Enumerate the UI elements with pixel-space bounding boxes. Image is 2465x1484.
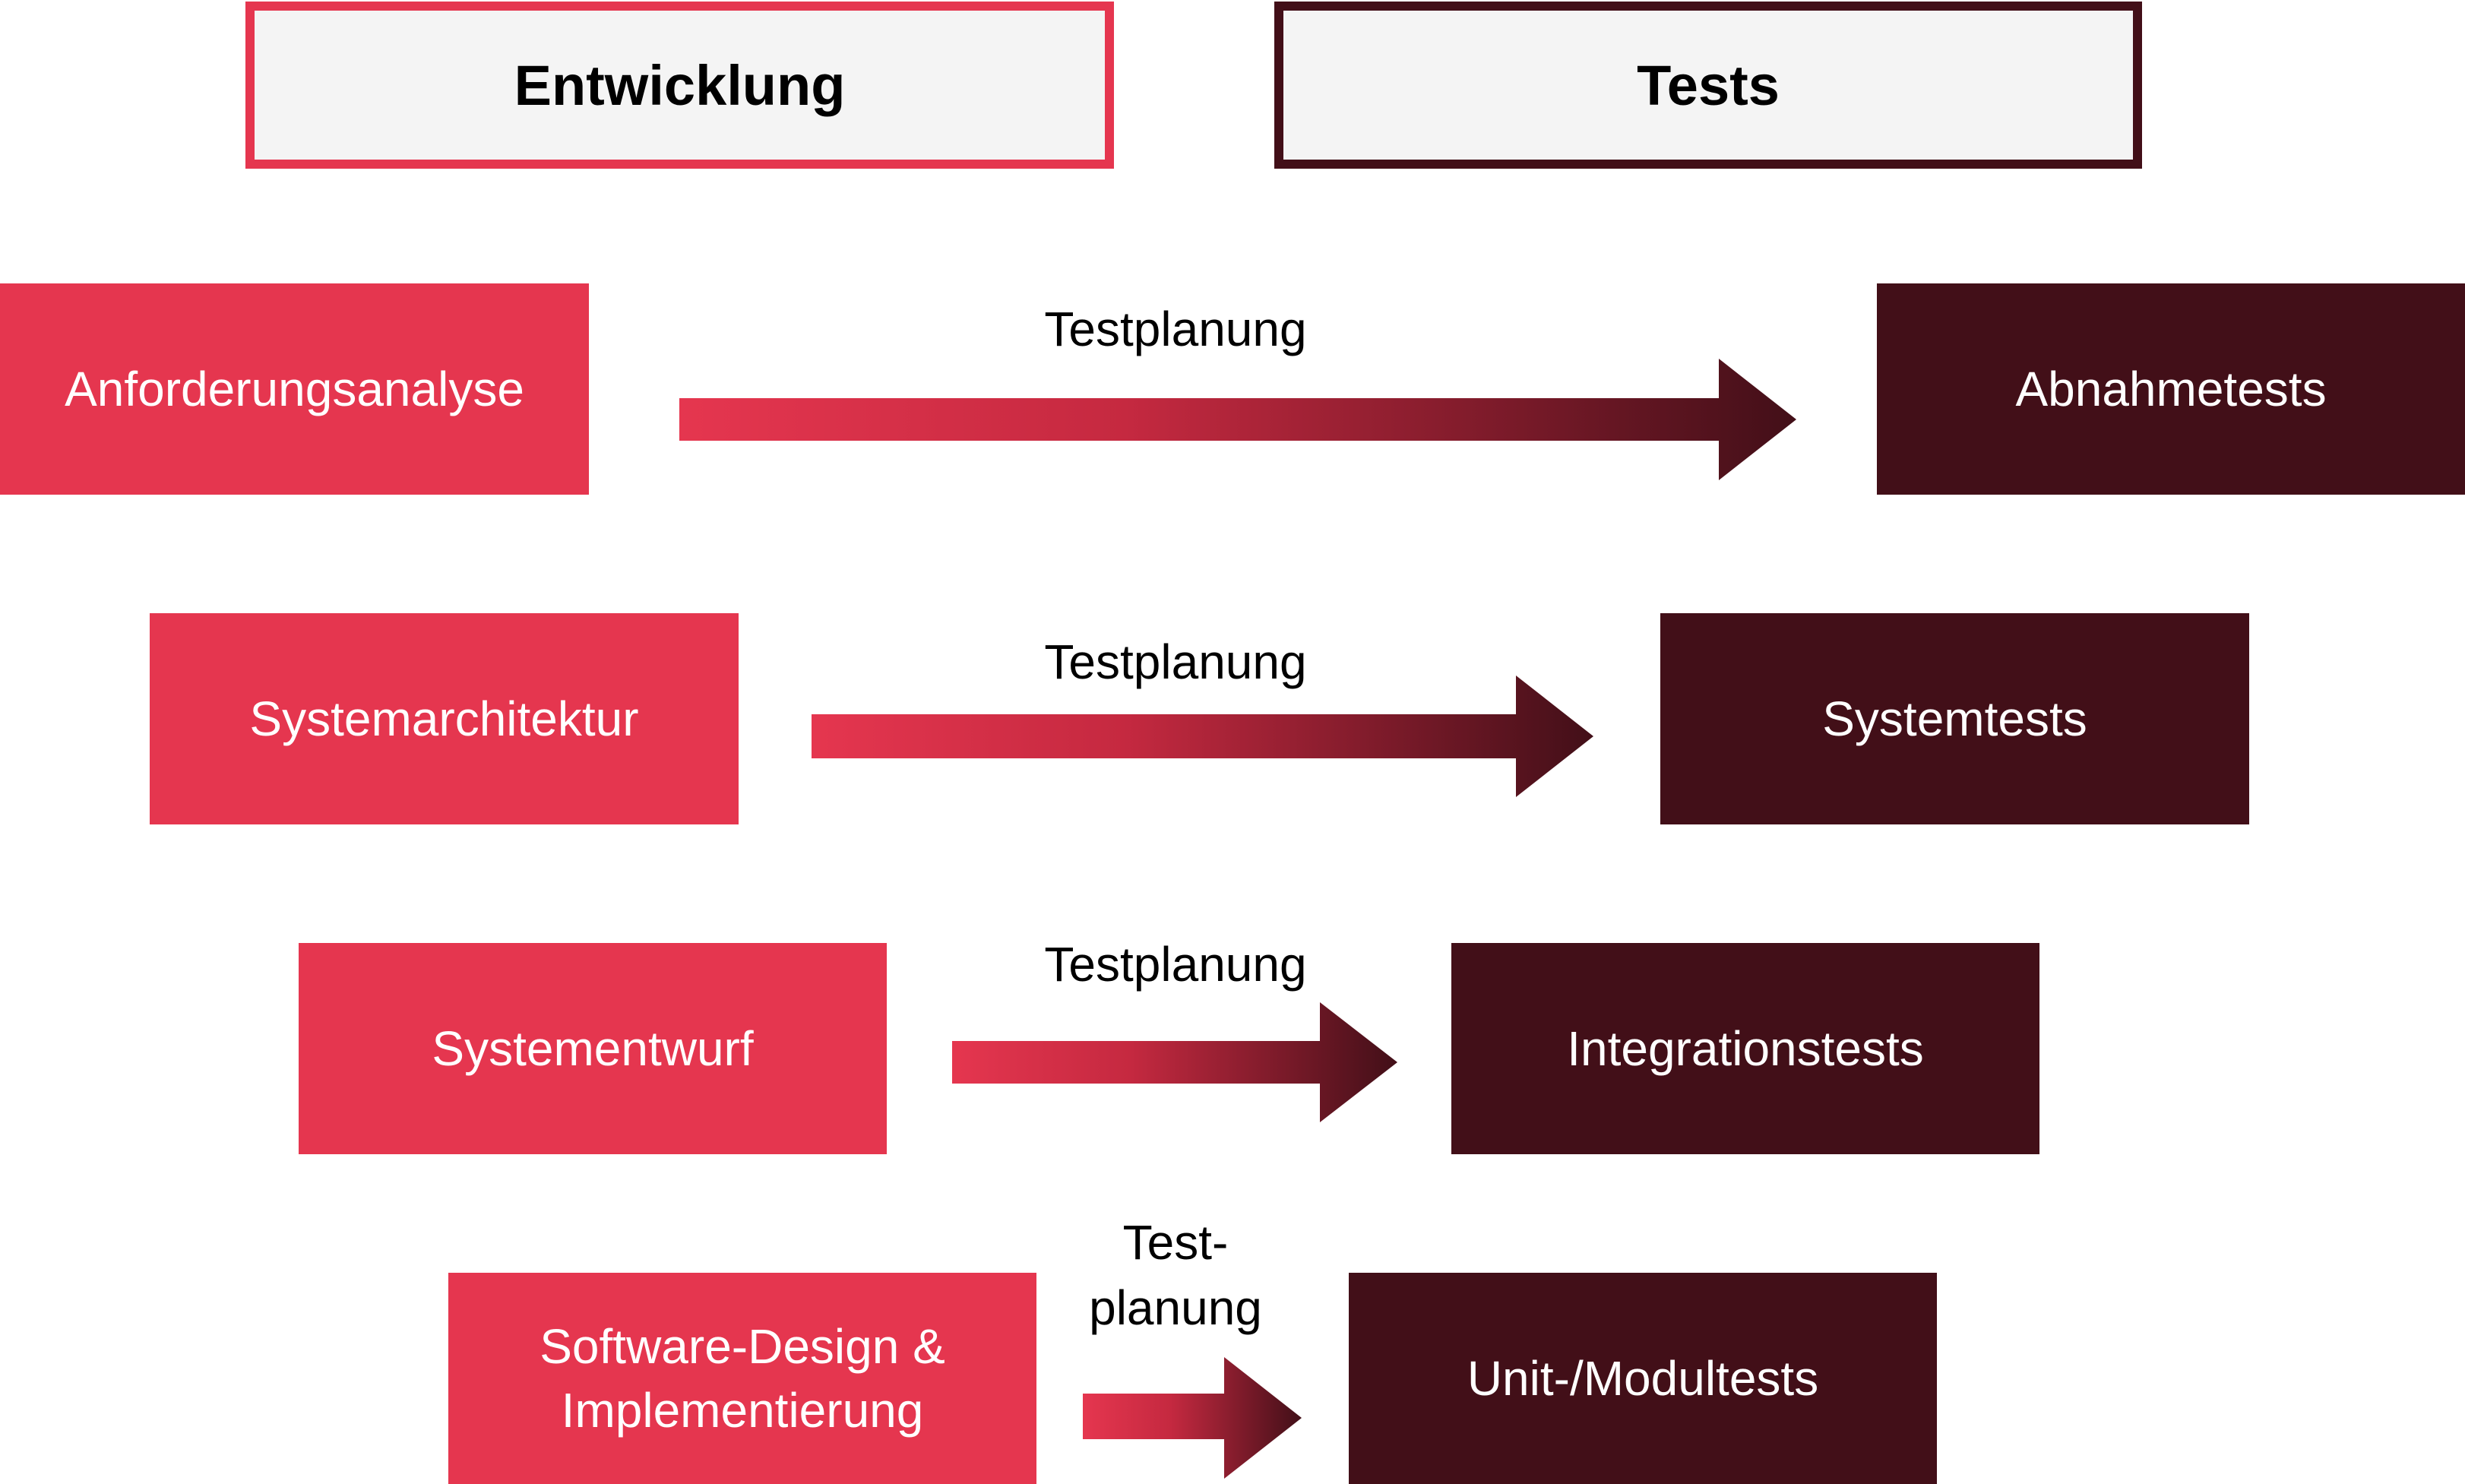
arrow-label-row-4: Test- planung [986,1210,1365,1341]
header-tests-label: Tests [1637,53,1780,117]
dev-box-system-architecture: Systemarchitektur [150,613,739,824]
test-box-label: Abnahmetests [2015,361,2327,416]
dev-box-label: Systemarchitektur [249,691,639,746]
dev-box-label: Anforderungsanalyse [65,361,524,416]
test-box-system-tests: Systemtests [1660,613,2249,824]
arrow-label-line-1: Test- [1122,1215,1229,1270]
arrow-row-3 [952,1002,1397,1122]
test-box-label: Integrationstests [1567,1020,1924,1076]
arrow-label-row-3: Testplanung [948,932,1403,997]
header-development-label: Entwicklung [514,53,846,117]
arrow-row-4 [1083,1357,1302,1479]
dev-box-label: Systementwurf [432,1020,754,1076]
test-box-integration-tests: Integrationstests [1451,943,2039,1154]
arrow-row-1 [679,359,1796,480]
dev-box-system-design: Systementwurf [299,943,887,1154]
arrow-label-row-1: Testplanung [948,296,1403,362]
test-box-label: Systemtests [1822,691,2087,746]
dev-box-label-line-1: Software-Design & [540,1318,945,1374]
dev-box-requirements-analysis: Anforderungsanalyse [0,283,589,495]
test-box-unit-module-tests: Unit-/Modultests [1349,1273,1937,1484]
arrow-label-line-2: planung [1089,1280,1262,1336]
arrow-label-line: Testplanung [1044,937,1307,992]
arrow-label-line: Testplanung [1044,634,1307,689]
test-box-label: Unit-/Modultests [1467,1350,1819,1406]
arrow-label-row-2: Testplanung [948,629,1403,695]
header-tests: Tests [1274,2,2142,169]
header-development: Entwicklung [245,2,1114,169]
arrow-label-line: Testplanung [1044,302,1307,356]
dev-box-software-design-implementation: Software-Design & Implementierung [448,1273,1036,1484]
dev-box-label-line-2: Implementierung [561,1383,924,1438]
test-box-acceptance-tests: Abnahmetests [1877,283,2465,495]
arrow-row-2 [812,676,1593,797]
